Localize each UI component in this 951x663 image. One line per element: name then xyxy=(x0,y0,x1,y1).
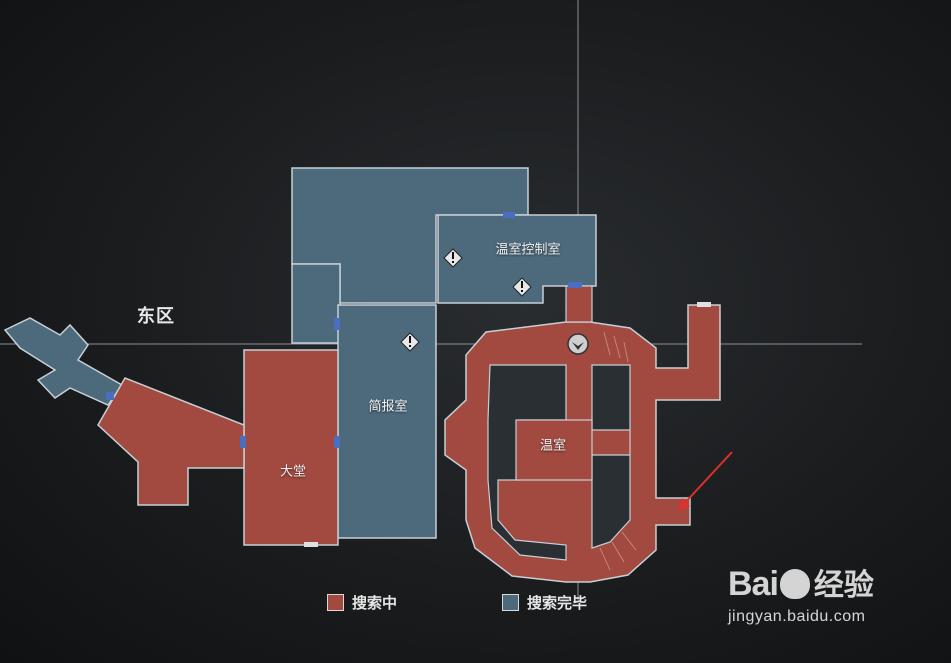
legend-searching: 搜索中 xyxy=(327,592,397,613)
doors-locked xyxy=(304,302,711,547)
paw-icon xyxy=(779,569,810,599)
doors xyxy=(106,212,582,448)
room-upper-l-side[interactable] xyxy=(291,263,341,344)
greenhouse-center[interactable] xyxy=(515,419,593,481)
warning-icon[interactable] xyxy=(400,332,420,352)
legend-complete: 搜索完毕 xyxy=(502,592,587,613)
legend-swatch-searching xyxy=(327,594,344,611)
room-hall[interactable] xyxy=(243,349,339,546)
room-label-greenhouse-control: 温室控制室 xyxy=(495,242,561,258)
room-label-hall: 大堂 xyxy=(279,464,307,480)
room-greenhouse-control[interactable] xyxy=(437,214,597,304)
player-location-icon xyxy=(567,333,589,355)
watermark-url: jingyan.baidu.com xyxy=(728,608,866,625)
greenhouse-inner-right xyxy=(591,364,631,549)
room-west-wing[interactable] xyxy=(97,377,245,506)
warning-icon[interactable] xyxy=(512,277,532,297)
room-west-corridor[interactable] xyxy=(3,317,124,406)
warning-icon[interactable] xyxy=(443,248,463,268)
arrow-annotation xyxy=(678,451,733,511)
room-briefing[interactable] xyxy=(337,304,437,539)
legend-label-complete: 搜索完毕 xyxy=(527,594,588,612)
watermark-brand: Bai xyxy=(728,565,779,603)
baidu-watermark: Bai 经验 jingyan.baidu.com xyxy=(728,560,874,626)
room-label-briefing: 简报室 xyxy=(368,399,408,415)
greenhouse-stairway[interactable] xyxy=(565,285,593,323)
area-label: 东区 xyxy=(137,306,175,327)
legend-swatch-complete xyxy=(502,594,519,611)
room-label-greenhouse: 温室 xyxy=(539,438,567,454)
legend-label-searching: 搜索中 xyxy=(352,594,398,612)
watermark-brand-cn: 经验 xyxy=(813,568,874,603)
